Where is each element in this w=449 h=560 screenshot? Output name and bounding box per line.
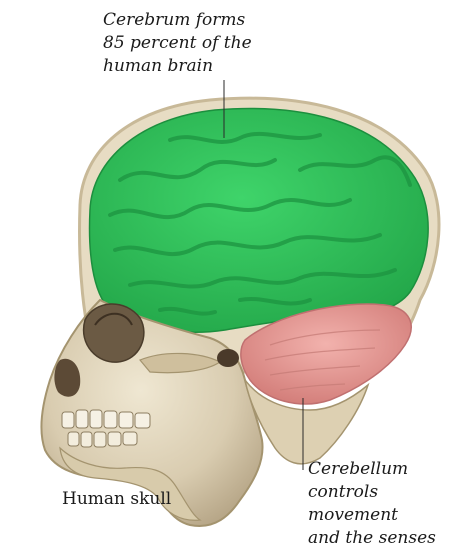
cerebrum-label-line-3: human brain [103, 55, 283, 78]
skull-label: Human skull [62, 488, 171, 511]
ear-opening [217, 349, 239, 367]
cerebellum-label-line-3: movement [308, 504, 448, 527]
lower-teeth [68, 432, 137, 447]
eye-socket [84, 304, 144, 362]
cerebrum-label: Cerebrum forms 85 percent of the human b… [103, 9, 283, 78]
cerebellum-label-line-1: Cerebellum [308, 458, 448, 481]
cerebrum-label-line-2: 85 percent of the [103, 32, 283, 55]
cerebrum-label-line-1: Cerebrum forms [103, 9, 283, 32]
cerebellum-label: Cerebellum controls movement and the sen… [308, 458, 448, 550]
cerebellum-label-line-4: and the senses [308, 527, 448, 550]
cerebellum-label-line-2: controls [308, 481, 448, 504]
